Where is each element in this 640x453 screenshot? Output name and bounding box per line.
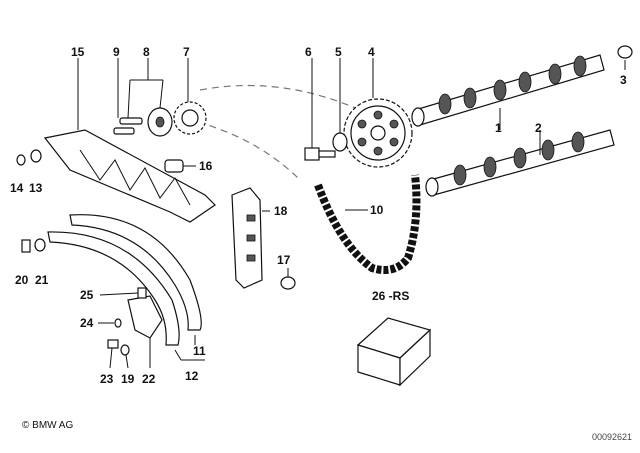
label-8: 8: [143, 45, 150, 59]
guide-rail: [47, 214, 202, 346]
leader-12: [174, 349, 205, 361]
label-6: 6: [305, 45, 312, 59]
washer: [332, 132, 348, 152]
plug: [280, 276, 296, 290]
tensioner-rail: [43, 129, 216, 223]
label-14: 14: [10, 181, 24, 195]
label-11: 11: [193, 344, 206, 358]
ring-24: [114, 318, 122, 328]
label-13: 13: [29, 181, 43, 195]
label-3: 3: [620, 73, 627, 87]
label-2: 2: [535, 121, 542, 135]
washer-21: [34, 238, 46, 252]
cap-part: [617, 45, 633, 59]
leader-23: [109, 347, 113, 369]
clip-20: [21, 239, 31, 253]
label-17: 17: [277, 253, 291, 267]
label-10: 10: [370, 203, 384, 217]
label-12: 12: [185, 369, 199, 383]
pin-lower: [113, 127, 135, 135]
label-24: 24: [80, 316, 94, 330]
chain-path-lower: [197, 121, 301, 181]
pin-upper: [119, 117, 143, 125]
camshaft-lower: [425, 129, 615, 197]
label-4: 4: [368, 45, 375, 59]
bolt: [304, 147, 336, 161]
label-20: 20: [15, 273, 29, 287]
label-15: 15: [71, 45, 85, 59]
chain-path-upper: [199, 84, 361, 111]
leader-19: [125, 354, 129, 369]
label-22: 22: [142, 372, 156, 386]
chain-guide: [231, 187, 263, 289]
label-26: 26 -RS: [372, 289, 409, 303]
label-19: 19: [121, 372, 135, 386]
copyright: © BMW AG: [22, 420, 74, 431]
gear-assembly: [147, 107, 173, 137]
leader-25: [99, 292, 139, 296]
repair-kit-box: [356, 317, 432, 387]
sleeve: [164, 159, 184, 173]
label-5: 5: [335, 45, 342, 59]
diagram-code: 00092621: [591, 432, 632, 442]
camshaft-upper: [411, 54, 605, 127]
camshaft-sprocket: [343, 98, 413, 168]
label-25: 25: [80, 288, 94, 302]
label-9: 9: [113, 45, 120, 59]
pin-25: [137, 287, 147, 299]
nut-14: [16, 154, 26, 166]
small-sprocket-hub: [181, 109, 199, 127]
label-16: 16: [199, 159, 213, 173]
label-1: 1: [495, 121, 502, 135]
leader-8: [127, 58, 164, 119]
label-23: 23: [100, 372, 114, 386]
screw-23: [107, 339, 119, 349]
label-7: 7: [183, 45, 190, 59]
label-21: 21: [35, 273, 49, 287]
washer-19: [120, 344, 130, 356]
washer-13: [30, 149, 42, 163]
label-18: 18: [274, 204, 288, 218]
timing-chain: [314, 174, 421, 274]
